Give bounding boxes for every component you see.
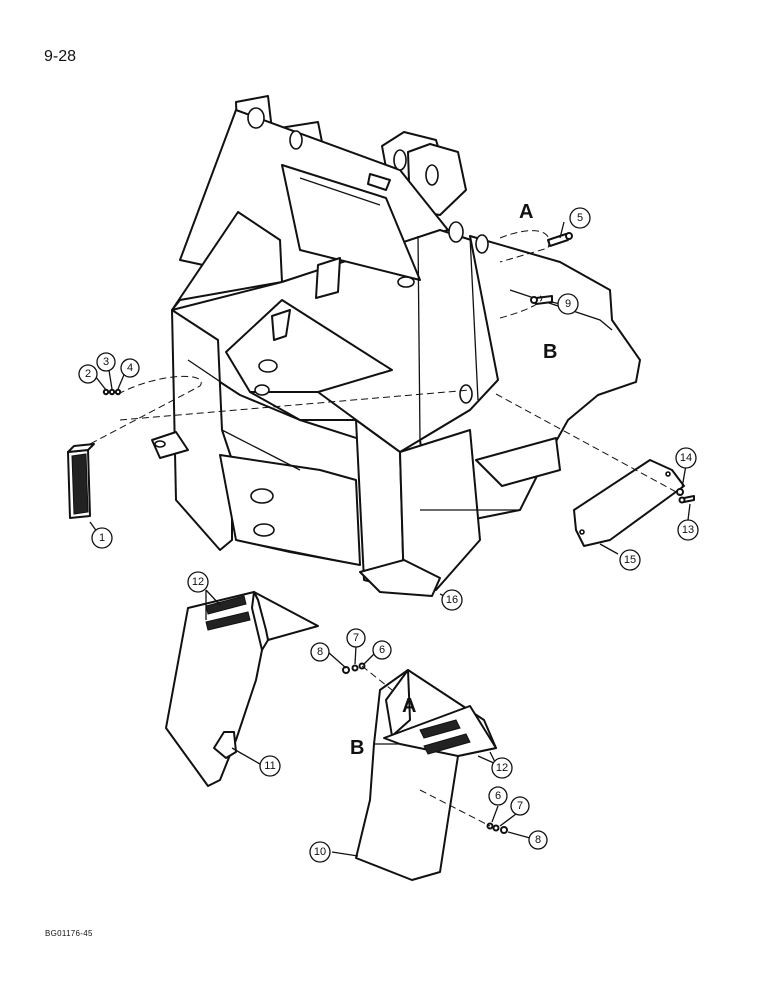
svg-text:7: 7 — [517, 800, 523, 812]
callout-6-upper: 6 — [372, 640, 392, 660]
callout-12-right: 12 — [491, 757, 513, 779]
callout-8-lower: 8 — [528, 830, 548, 850]
callout-13: 13 — [677, 519, 699, 541]
part-15-cover-plate — [573, 459, 685, 547]
callouts: 1 2 3 4 5 9 14 13 15 16 12 11 8 7 6 12 6… — [78, 207, 699, 863]
callout-2: 2 — [78, 364, 98, 384]
part-1-pad — [67, 443, 95, 519]
svg-text:12: 12 — [192, 576, 204, 588]
callout-11: 11 — [259, 755, 281, 777]
callout-10: 10 — [309, 841, 331, 863]
svg-text:6: 6 — [379, 644, 385, 656]
ref-letter-b-upper: B — [543, 341, 557, 363]
svg-text:5: 5 — [577, 212, 583, 224]
loader-frame — [151, 95, 641, 597]
hardware-lower-fasteners-6-7-8 — [486, 822, 508, 834]
svg-text:2: 2 — [85, 368, 91, 380]
svg-text:1: 1 — [99, 532, 105, 544]
svg-text:8: 8 — [535, 834, 541, 846]
callout-7-lower: 7 — [510, 796, 530, 816]
callout-4: 4 — [120, 358, 140, 378]
svg-text:15: 15 — [624, 554, 636, 566]
svg-text:16: 16 — [446, 594, 458, 606]
callout-7-upper: 7 — [346, 628, 366, 648]
svg-text:12: 12 — [496, 762, 508, 774]
svg-text:11: 11 — [264, 760, 275, 772]
svg-text:13: 13 — [682, 524, 694, 536]
figure-code: BG01176-45 — [45, 929, 93, 938]
svg-text:7: 7 — [353, 632, 359, 644]
hardware-bolt-5 — [547, 232, 573, 247]
callout-3: 3 — [96, 352, 116, 372]
ref-letter-b-lower: B — [350, 737, 364, 759]
callout-1: 1 — [91, 527, 113, 549]
hardware-upper-fasteners-2-3-4 — [102, 388, 122, 396]
hardware-upper-fasteners-6-7-8 — [342, 662, 366, 674]
svg-text:8: 8 — [317, 646, 323, 658]
svg-text:10: 10 — [314, 846, 326, 858]
page-number: 9-28 — [44, 48, 77, 65]
callout-5: 5 — [569, 207, 591, 229]
leader-lines — [89, 230, 681, 827]
callout-12-left: 12 — [187, 571, 209, 593]
callout-14: 14 — [675, 447, 697, 469]
callout-15: 15 — [619, 549, 641, 571]
ref-letter-a-lower: A — [402, 695, 416, 717]
svg-text:14: 14 — [680, 452, 692, 464]
hardware-bolt-13 — [678, 495, 695, 504]
callout-6-lower: 6 — [488, 786, 508, 806]
hardware-washer-14 — [676, 488, 684, 496]
svg-text:6: 6 — [495, 790, 501, 802]
callout-8-upper: 8 — [310, 642, 330, 662]
svg-text:9: 9 — [565, 298, 571, 310]
svg-text:3: 3 — [103, 356, 109, 368]
callout-9: 9 — [557, 293, 579, 315]
ref-letter-a-upper: A — [519, 201, 533, 223]
part-11-left-guard — [165, 591, 319, 787]
svg-text:4: 4 — [127, 362, 133, 374]
part-10-right-guard — [355, 669, 497, 881]
callout-16: 16 — [441, 589, 463, 611]
